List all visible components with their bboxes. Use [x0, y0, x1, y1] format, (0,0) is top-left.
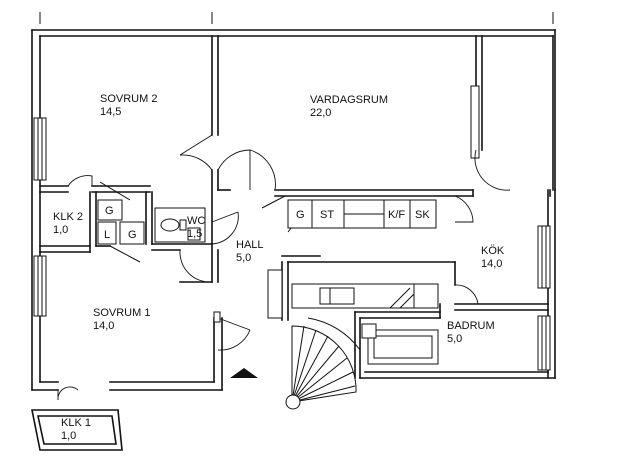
door-vardagsrum-kok	[474, 149, 511, 191]
closet-l-label: L	[104, 229, 110, 241]
closet-g-upper-label: G	[105, 205, 114, 217]
room-kok-name: KÖK	[481, 245, 505, 257]
room-kok-area: 14,0	[481, 258, 502, 270]
door-kok	[454, 195, 474, 223]
door-swings	[57, 134, 511, 401]
entry-stubs	[213, 311, 221, 323]
room-vardagsrum-name: VARDAGSRUM	[310, 94, 388, 106]
room-badrum-area: 5,0	[447, 333, 462, 345]
stair-post	[285, 394, 301, 410]
room-labels: SOVRUM 2 14,5 VARDAGSRUM 22,0 KLK 2 1,0 …	[53, 93, 505, 442]
window-vardagsrum	[470, 85, 480, 159]
entry-arrow-icon	[230, 368, 258, 378]
room-sovrum2-area: 14,5	[100, 106, 121, 118]
toilet	[160, 218, 180, 232]
room-klk1-name: KLK 1	[61, 417, 91, 429]
room-klk2-area: 1,0	[53, 224, 68, 236]
window-kok	[537, 225, 551, 289]
kitchen-counter-lower	[267, 269, 439, 319]
door-entry	[217, 317, 251, 351]
dimension-ticks	[39, 12, 554, 24]
closet-fixtures	[97, 199, 145, 245]
kitchen-counter-upper	[287, 199, 437, 229]
window-sovrum1	[33, 255, 47, 317]
door-sovrum2	[179, 134, 213, 171]
door-wc	[211, 211, 239, 245]
kitchen-sk-label: SK	[415, 209, 430, 221]
door-hall-vardagsrum	[217, 149, 276, 191]
room-sovrum2-name: SOVRUM 2	[100, 93, 157, 105]
kitchen-kf-label: K/F	[388, 209, 405, 221]
hall-cabinet	[267, 269, 283, 319]
kitchen-st-label: ST	[320, 209, 334, 221]
room-klk2-name: KLK 2	[53, 211, 83, 223]
door-klk1	[57, 386, 79, 401]
window-sovrum2	[33, 117, 47, 181]
closet-g-lower-label: G	[128, 229, 137, 241]
room-klk1-area: 1,0	[61, 430, 76, 442]
room-badrum-name: BADRUM	[447, 320, 495, 332]
windows	[33, 85, 551, 371]
room-sovrum1-name: SOVRUM 1	[93, 307, 150, 319]
room-vardagsrum-area: 22,0	[310, 107, 331, 119]
window-badrum	[537, 315, 551, 371]
klk1-closet	[31, 409, 123, 451]
outer-walls	[31, 29, 556, 391]
spiral-staircase	[285, 317, 361, 410]
door-sovrum1	[179, 249, 213, 283]
fixture-labels: G L G G ST K/F SK	[104, 205, 430, 241]
room-wc-area: 1,5	[187, 228, 202, 240]
room-hall-name: HALL	[236, 239, 264, 251]
kitchen-g-label: G	[296, 209, 305, 221]
bathtub	[361, 323, 439, 365]
door-badrum	[454, 284, 479, 305]
room-hall-area: 5,0	[236, 252, 251, 264]
wc-fixtures	[154, 207, 206, 243]
door-klk2	[67, 175, 93, 187]
room-sovrum1-area: 14,0	[93, 320, 114, 332]
room-wc-name: WC	[187, 215, 205, 227]
